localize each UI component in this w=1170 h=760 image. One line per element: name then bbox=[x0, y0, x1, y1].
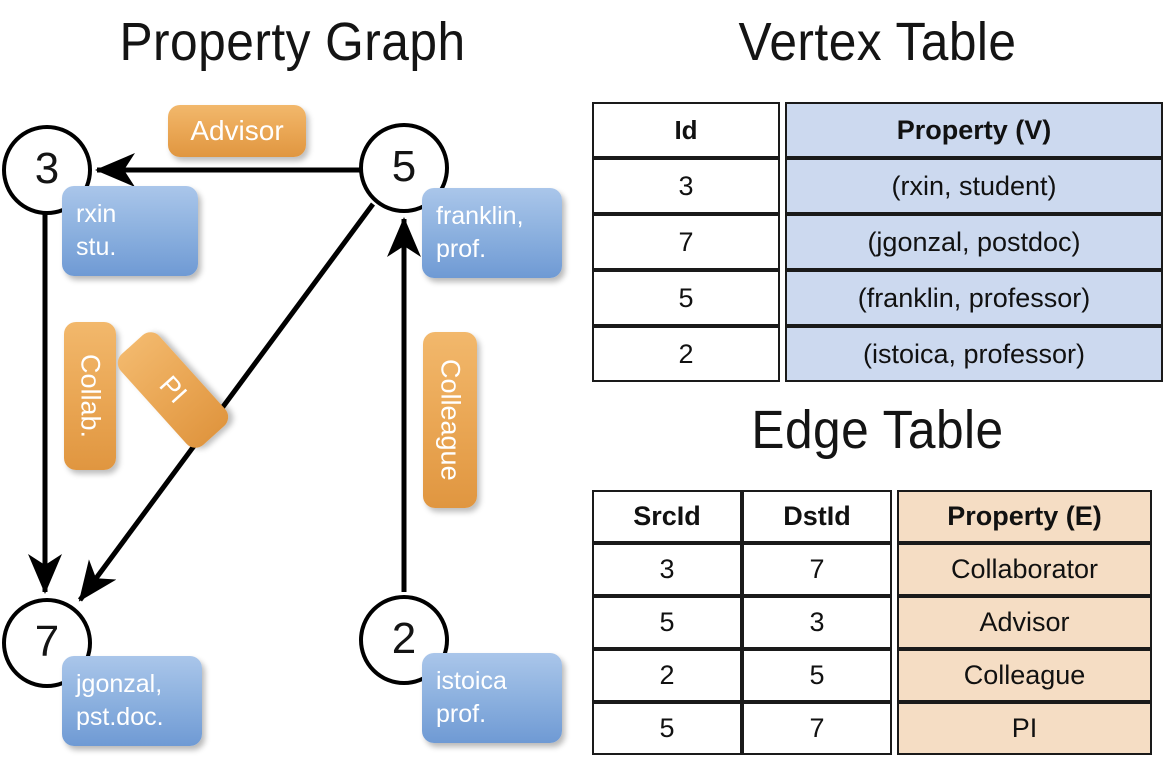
column-gap bbox=[892, 649, 897, 702]
vertex-property-line-1: istoica bbox=[436, 667, 507, 695]
page-title-vertex-table: Vertex Table bbox=[738, 12, 1017, 72]
edge-row-0-src: 3 bbox=[592, 543, 742, 596]
table-row[interactable]: 2 (istoica, professor) bbox=[592, 326, 1163, 382]
table-row[interactable]: 2 5 Colleague bbox=[592, 649, 1152, 702]
table-header-row: SrcId DstId Property (E) bbox=[592, 490, 1152, 543]
graph-edges-layer bbox=[28, 153, 421, 602]
table-row[interactable]: 3 (rxin, student) bbox=[592, 158, 1163, 214]
vertex-row-1-id: 7 bbox=[592, 214, 780, 270]
vertex-table-header-id: Id bbox=[592, 102, 780, 158]
graph-node-5-label: 5 bbox=[391, 142, 417, 191]
column-gap bbox=[892, 490, 897, 543]
vertex-table-header-property: Property (V) bbox=[785, 102, 1163, 158]
edge-table-header-dstid: DstId bbox=[742, 490, 892, 543]
edge-label-text-advisor: Advisor bbox=[190, 115, 284, 146]
graph-node-2[interactable]: 2 bbox=[359, 595, 449, 685]
column-gap bbox=[892, 543, 897, 596]
page-title-property-graph: Property Graph bbox=[119, 12, 466, 72]
graph-node-5[interactable]: 5 bbox=[359, 123, 449, 213]
vertex-row-3-id: 2 bbox=[592, 326, 780, 382]
vertex-property-box-rxin: rxin stu. bbox=[62, 186, 198, 276]
edge-row-2-src: 2 bbox=[592, 649, 742, 702]
table-row[interactable]: 5 3 Advisor bbox=[592, 596, 1152, 649]
column-gap bbox=[780, 214, 785, 270]
edge-row-3-property: PI bbox=[897, 702, 1152, 755]
vertex-row-0-property: (rxin, student) bbox=[785, 158, 1163, 214]
column-gap bbox=[892, 702, 897, 755]
vertex-row-1-property: (jgonzal, postdoc) bbox=[785, 214, 1163, 270]
vertex-property-line-2: pst.doc. bbox=[76, 703, 164, 731]
graph-node-3-label: 3 bbox=[34, 144, 60, 193]
graph-node-2-label: 2 bbox=[391, 614, 417, 663]
edge-row-2-property: Colleague bbox=[897, 649, 1152, 702]
edge-table-header-srcid: SrcId bbox=[592, 490, 742, 543]
edge-row-1-src: 5 bbox=[592, 596, 742, 649]
column-gap bbox=[780, 158, 785, 214]
table-row[interactable]: 5 (franklin, professor) bbox=[592, 270, 1163, 326]
vertex-row-2-id: 5 bbox=[592, 270, 780, 326]
vertex-property-box-jgonzal: jgonzal, pst.doc. bbox=[62, 656, 202, 746]
vertex-property-line-1: rxin bbox=[76, 200, 117, 228]
vertex-property-line-2: prof. bbox=[436, 700, 487, 728]
edge-row-3-dst: 7 bbox=[742, 702, 892, 755]
edge-row-1-property: Advisor bbox=[897, 596, 1152, 649]
graph-node-7-label: 7 bbox=[34, 617, 60, 666]
edge-label-box-colleague: Colleague bbox=[423, 332, 477, 508]
edge-label-box-collab: Collab. bbox=[64, 322, 116, 470]
edge-table-header-property: Property (E) bbox=[897, 490, 1152, 543]
table-header-row: Id Property (V) bbox=[592, 102, 1163, 158]
vertex-property-line-1: jgonzal, bbox=[76, 670, 163, 698]
column-gap bbox=[780, 326, 785, 382]
vertex-row-3-property: (istoica, professor) bbox=[785, 326, 1163, 382]
edge-table: SrcId DstId Property (E) 3 7 Collaborato… bbox=[592, 490, 1152, 755]
table-row[interactable]: 5 7 PI bbox=[592, 702, 1152, 755]
vertex-property-line-1: franklin, bbox=[436, 202, 524, 230]
edge-label-text-colleague: Colleague bbox=[435, 359, 466, 481]
table-row[interactable]: 7 (jgonzal, postdoc) bbox=[592, 214, 1163, 270]
edge-row-0-dst: 7 bbox=[742, 543, 892, 596]
edge-label-text-collab: Collab. bbox=[75, 353, 106, 439]
edge-label-text-pi: PI bbox=[153, 370, 194, 410]
vertex-property-line-2: stu. bbox=[76, 233, 117, 261]
vertex-property-box-istoica: istoica prof. bbox=[422, 653, 562, 743]
edge-arrow-pi bbox=[77, 202, 376, 602]
edge-row-0-property: Collaborator bbox=[897, 543, 1152, 596]
column-gap bbox=[780, 102, 785, 158]
column-gap bbox=[780, 270, 785, 326]
vertex-table: Id Property (V) 3 (rxin, student) 7 (jgo… bbox=[592, 102, 1163, 382]
vertex-property-line-2: prof. bbox=[436, 235, 487, 263]
edge-label-box-advisor: Advisor bbox=[168, 105, 306, 157]
vertex-row-2-property: (franklin, professor) bbox=[785, 270, 1163, 326]
edge-row-3-src: 5 bbox=[592, 702, 742, 755]
edge-row-1-dst: 3 bbox=[742, 596, 892, 649]
edge-row-2-dst: 5 bbox=[742, 649, 892, 702]
column-gap bbox=[892, 596, 897, 649]
vertex-row-0-id: 3 bbox=[592, 158, 780, 214]
table-row[interactable]: 3 7 Collaborator bbox=[592, 543, 1152, 596]
page-title-edge-table: Edge Table bbox=[751, 400, 1004, 460]
vertex-property-box-franklin: franklin, prof. bbox=[422, 188, 562, 278]
